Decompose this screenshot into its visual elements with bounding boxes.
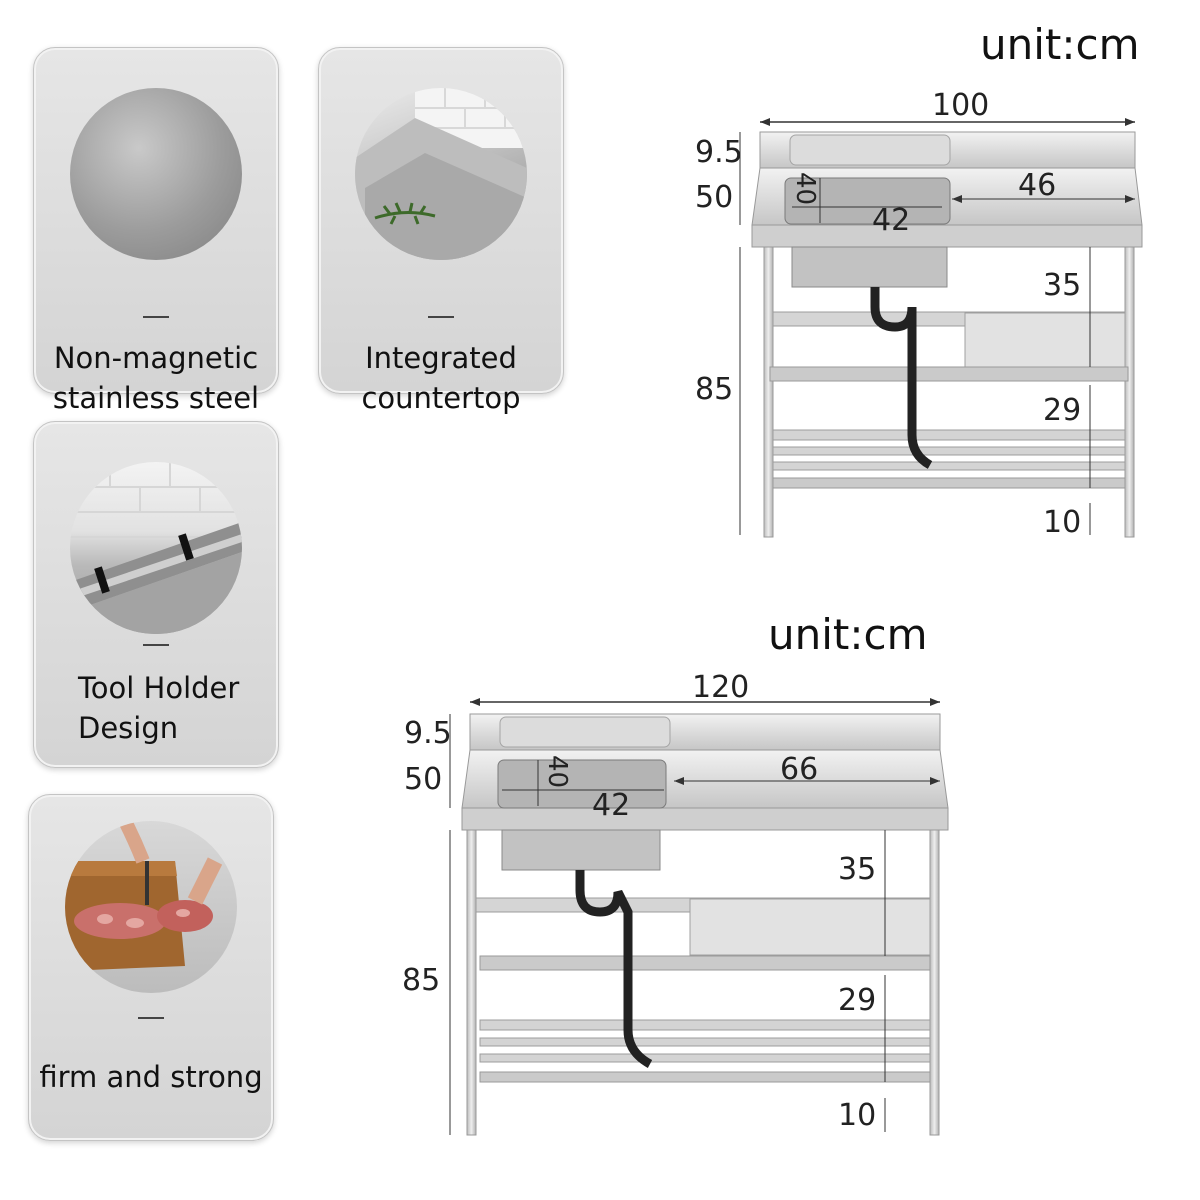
sink-diagram-120 — [449, 698, 949, 1136]
unit-label: unit:cm — [768, 610, 928, 659]
dim-foot: 10 — [1043, 505, 1082, 540]
dim-height: 85 — [695, 372, 734, 407]
dim-backsplash: 9.5 — [695, 135, 743, 170]
divider-dash — [143, 316, 169, 318]
divider-dash — [138, 1017, 164, 1019]
dim-lower-gap: 29 — [1043, 393, 1082, 428]
dim-height: 85 — [402, 963, 441, 998]
feature-card-firm-strong: firm and strong — [28, 794, 274, 1141]
dim-counter-right: 66 — [780, 752, 819, 787]
cutting-board-photo — [65, 821, 237, 993]
feature-card-tool-holder: Tool Holder Design — [33, 421, 279, 768]
steel-disc-icon — [70, 88, 242, 260]
dim-sink-width: 42 — [872, 203, 911, 238]
sink-diagram-100 — [739, 118, 1143, 538]
feature-card-countertop: Integrated countertop — [318, 47, 564, 415]
dim-width: 100 — [932, 88, 990, 123]
dim-sink-width: 42 — [592, 788, 631, 823]
countertop-photo — [355, 88, 527, 260]
feature-label: firm and strong — [39, 1060, 263, 1094]
dim-sink-depth: 40 — [542, 755, 572, 789]
dim-backsplash: 9.5 — [404, 716, 452, 751]
divider-dash — [143, 644, 169, 646]
dim-width: 120 — [692, 670, 750, 705]
feature-card-non-magnetic: Non-magnetic stainless steel — [33, 47, 279, 415]
feature-label: Integrated countertop — [361, 341, 521, 415]
feature-label: Non-magnetic stainless steel — [52, 341, 260, 415]
feature-label: Tool Holder Design — [78, 671, 240, 745]
dim-foot: 10 — [838, 1098, 877, 1133]
unit-label: unit:cm — [980, 20, 1140, 69]
dim-lower-gap: 29 — [838, 983, 877, 1018]
tool-holder-photo — [70, 462, 242, 634]
divider-dash — [428, 316, 454, 318]
dim-shelf-gap: 35 — [838, 852, 877, 887]
dim-depth: 50 — [404, 762, 443, 797]
dim-depth: 50 — [695, 180, 734, 215]
dim-sink-depth: 40 — [790, 172, 820, 206]
dim-counter-right: 46 — [1018, 168, 1057, 203]
dim-shelf-gap: 35 — [1043, 268, 1082, 303]
